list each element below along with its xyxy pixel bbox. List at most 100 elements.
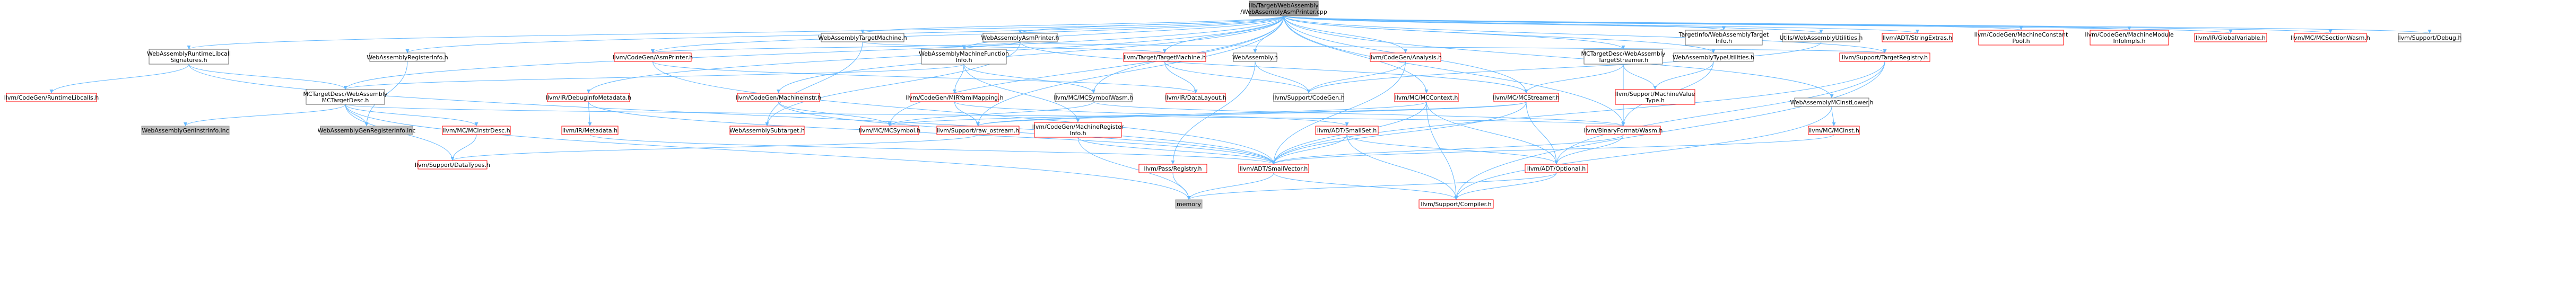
- edge-n_root-to-n_dbg: [1283, 15, 2431, 34]
- node-label: WebAssemblyTypeUtilities.h: [1673, 54, 1754, 61]
- node-box: [1808, 126, 1860, 135]
- node-label: Signatures.h: [170, 57, 207, 64]
- graph-node-wsub[interactable]: WebAssemblySubtarget.h: [729, 126, 805, 135]
- graph-node-regi[interactable]: WebAssemblyRegisterInfo.h: [367, 52, 448, 62]
- node-label: llvm/MC/MCSymbolWasm.h: [1054, 94, 1134, 101]
- edge-n_bfw-to-n_opt: [1554, 134, 1624, 165]
- edge-n_cga-to-n_svec: [1272, 61, 1406, 165]
- graph-node-cga[interactable]: llvm/CodeGen/Analysis.h: [1369, 52, 1442, 62]
- graph-node-cgrl[interactable]: llvm/CodeGen/RuntimeLibcalls.h: [4, 93, 99, 102]
- node-box: [1615, 89, 1695, 105]
- graph-node-sset[interactable]: llvm/ADT/SmallSet.h: [1315, 126, 1379, 135]
- node-label: llvm/Support/Debug.h: [2398, 34, 2462, 41]
- edge-n_root-to-n_mcs: [887, 15, 1284, 127]
- node-box: [1418, 199, 1494, 209]
- edge-n_tm-to-n_wsub: [765, 41, 863, 127]
- graph-node-cgmir[interactable]: llvm/CodeGen/MIRYamlMapping.h: [906, 93, 1004, 102]
- node-label: llvm/CodeGen/MachineInstr.h: [736, 94, 821, 101]
- graph-node-was[interactable]: WebAssembly.h: [1232, 52, 1278, 62]
- edge-n_mcstr-to-n_opt: [1526, 101, 1559, 165]
- graph-node-cgmi[interactable]: llvm/CodeGen/MachineInstr.h: [736, 93, 821, 102]
- node-box: [1978, 30, 2064, 46]
- graph-node-mcstr[interactable]: llvm/MC/MCStreamer.h: [1493, 93, 1560, 102]
- node-label: InfoImpls.h: [2113, 38, 2145, 45]
- graph-node-se[interactable]: llvm/ADT/StringExtras.h: [1882, 33, 1953, 42]
- graph-node-gv[interactable]: llvm/IR/GlobalVariable.h: [2194, 33, 2267, 42]
- node-box: [614, 52, 692, 62]
- edge-n_wmcil-to-n_mcinst: [1831, 106, 1836, 127]
- graph-node-preg[interactable]: llvm/Pass/Registry.h: [1138, 164, 1207, 173]
- node-label: lib/Target/WebAssembly: [1249, 2, 1319, 9]
- node-box: [442, 126, 511, 135]
- node-box: [1493, 93, 1559, 102]
- edge-n_ttm-to-n_cgen: [1164, 61, 1311, 94]
- graph-node-comp[interactable]: llvm/Support/Compiler.h: [1418, 199, 1494, 209]
- graph-node-cgen[interactable]: llvm/Support/CodeGen.h: [1273, 93, 1345, 102]
- node-box: [1138, 164, 1207, 173]
- node-label: Type.h: [1645, 97, 1665, 104]
- graph-node-root: lib/Target/WebAssembly/WebAssemblyAsmPri…: [1240, 1, 1327, 16]
- node-label: WebAssemblyRuntimeLibcall: [147, 50, 231, 57]
- graph-node-treg[interactable]: llvm/Support/TargetRegistry.h: [1839, 52, 1930, 62]
- graph-node-rso[interactable]: llvm/Support/raw_ostream.h: [936, 126, 1020, 135]
- graph-node-dl[interactable]: llvm/IR/DataLayout.h: [1165, 93, 1226, 102]
- graph-node-mcinst[interactable]: llvm/MC/MCInst.h: [1808, 126, 1860, 135]
- node-label: llvm/Support/CodeGen.h: [1273, 94, 1344, 101]
- graph-node-tm[interactable]: WebAssemblyTargetMachine.h: [818, 33, 907, 42]
- graph-node-dim[interactable]: llvm/IR/DebugInfoMetadata.h: [546, 93, 631, 102]
- node-label: llvm/MC/MCInst.h: [1808, 127, 1859, 134]
- edge-n_rtlib-to-n_cgrl: [49, 64, 189, 94]
- graph-node-opt[interactable]: llvm/ADT/Optional.h: [1525, 164, 1588, 173]
- graph-node-dtypes[interactable]: llvm/Support/DataTypes.h: [415, 160, 490, 170]
- edge-n_mctd-to-n_mcid: [345, 104, 478, 127]
- graph-node-uwu[interactable]: Utils/WebAssemblyUtilities.h: [1780, 33, 1863, 42]
- graph-node-svec[interactable]: llvm/ADT/SmallVector.h: [1238, 164, 1309, 173]
- node-label: MCTargetDesc/WebAssembly: [1581, 50, 1666, 57]
- graph-node-mcctx[interactable]: llvm/MC/MCContext.h: [1394, 93, 1459, 102]
- graph-node-meta[interactable]: llvm/IR/Metadata.h: [561, 126, 619, 135]
- edge-n_regi-to-n_genri: [364, 61, 408, 127]
- node-box: [306, 89, 385, 105]
- node-box: [1123, 52, 1206, 62]
- graph-node-dbg[interactable]: llvm/Support/Debug.h: [2398, 33, 2462, 42]
- graph-node-genii: WebAssemblyGenInstrInfo.inc: [141, 126, 230, 135]
- edge-n_root-to-n_wtu: [1283, 15, 1716, 54]
- graph-node-mcsw[interactable]: llvm/MC/MCSectionWasm.h: [2291, 33, 2370, 42]
- edge-n_root-to-n_bfw: [1283, 15, 1625, 127]
- edge-n_mcstr-to-n_mcs: [887, 101, 1527, 127]
- node-label: Info.h: [955, 57, 972, 64]
- edge-n_dim-to-n_meta: [588, 101, 592, 127]
- node-box: [1882, 33, 1953, 42]
- node-label: WebAssemblyRegisterInfo.h: [367, 54, 448, 61]
- node-label: TargetInfo/WebAssemblyTarget: [1678, 31, 1769, 38]
- node-label: WebAssemblySubtarget.h: [729, 127, 805, 134]
- graph-node-mcsym[interactable]: llvm/MC/MCSymbolWasm.h: [1054, 93, 1134, 102]
- graph-node-wmcil[interactable]: WebAssemblyMCInstLower.h: [1790, 97, 1874, 107]
- node-label: llvm/Support/TargetRegistry.h: [1842, 54, 1928, 61]
- node-box: [1034, 122, 1122, 138]
- edge-n_root-to-n_mcctx: [1283, 15, 1429, 94]
- node-box: [2194, 33, 2267, 42]
- node-label: llvm/MC/MCContext.h: [1395, 94, 1458, 101]
- graph-node-mcs[interactable]: llvm/MC/MCSymbol.h: [859, 126, 921, 135]
- graph-node-wtu[interactable]: WebAssemblyTypeUtilities.h: [1673, 52, 1754, 62]
- node-label: WebAssemblyTargetMachine.h: [818, 34, 907, 41]
- node-box: [860, 126, 919, 135]
- graph-node-mcid[interactable]: llvm/MC/MCInstrDesc.h: [442, 126, 511, 135]
- edge-n_root-to-n_cgmi: [777, 15, 1284, 94]
- graph-node-wap[interactable]: WebAssemblyAsmPrinter.h: [981, 33, 1059, 42]
- graph-node-cgap[interactable]: llvm/CodeGen/AsmPrinter.h: [613, 52, 693, 62]
- graph-node-ttm[interactable]: llvm/Target/TargetMachine.h: [1123, 52, 1206, 62]
- node-box: [1249, 1, 1319, 16]
- graph-node-bfw[interactable]: llvm/BinaryFormat/Wasm.h: [1584, 126, 1663, 135]
- node-label: llvm/BinaryFormat/Wasm.h: [1584, 127, 1663, 134]
